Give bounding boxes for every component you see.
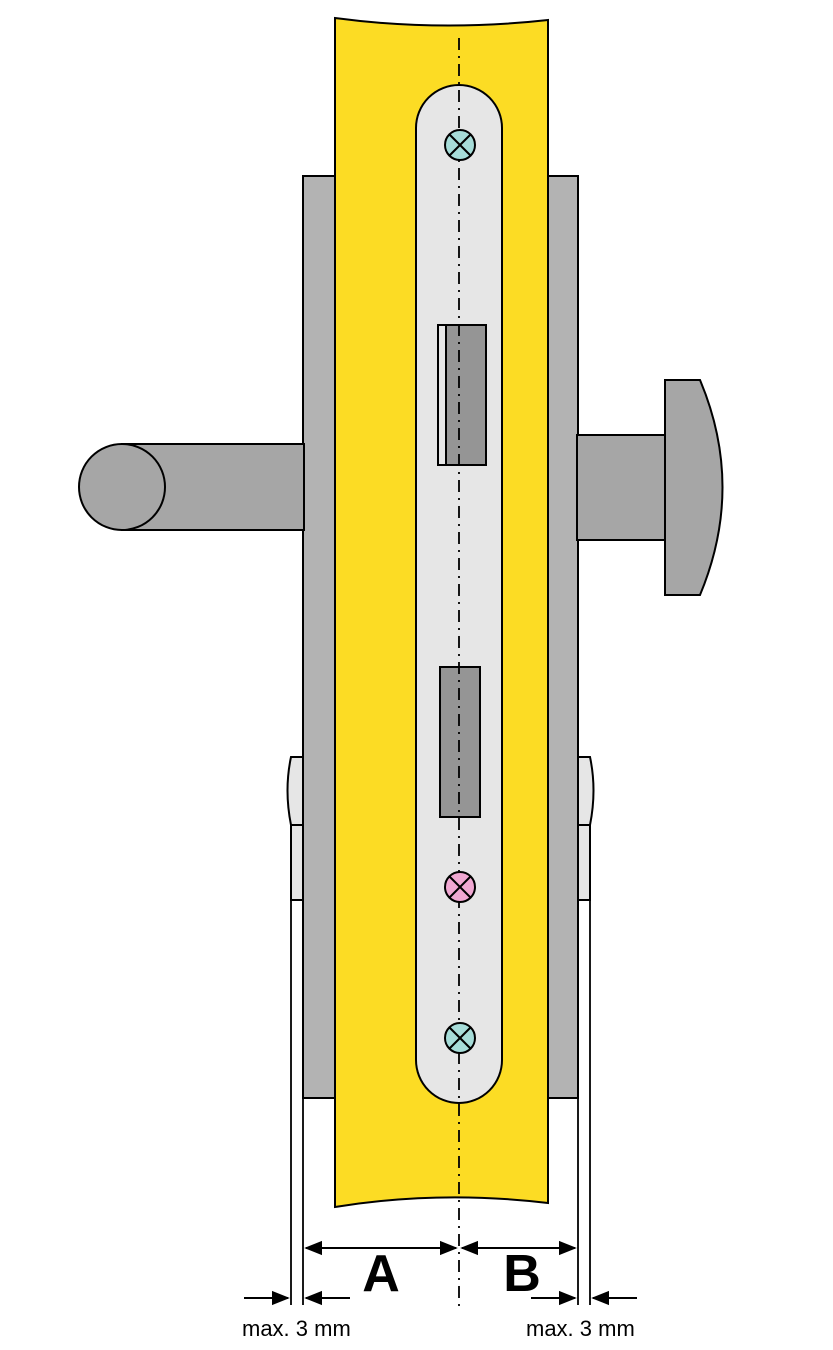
bolt-cutout — [439, 666, 481, 818]
knob-head — [664, 379, 724, 596]
right-hinge-clip — [577, 756, 595, 901]
dimension-a-label: A — [362, 1245, 400, 1303]
extension-lines — [290, 900, 591, 1305]
left-rose-plate — [302, 175, 336, 1099]
lever-handle — [78, 443, 305, 531]
lever-end-cap — [78, 443, 166, 531]
right-rose-plate — [545, 175, 579, 1099]
left-tolerance-label: max. 3 mm — [242, 1316, 351, 1341]
cross-screw-icon — [444, 1022, 476, 1054]
cross-screw-icon — [444, 129, 476, 161]
thumb-turn-knob — [576, 379, 724, 596]
dimension-b-label: B — [503, 1245, 541, 1303]
right-tolerance-label: max. 3 mm — [526, 1316, 635, 1341]
knob-stem — [576, 434, 668, 541]
left-hinge-clip — [286, 756, 304, 901]
latch-cutout — [437, 324, 487, 466]
cross-screw-icon — [444, 871, 476, 903]
